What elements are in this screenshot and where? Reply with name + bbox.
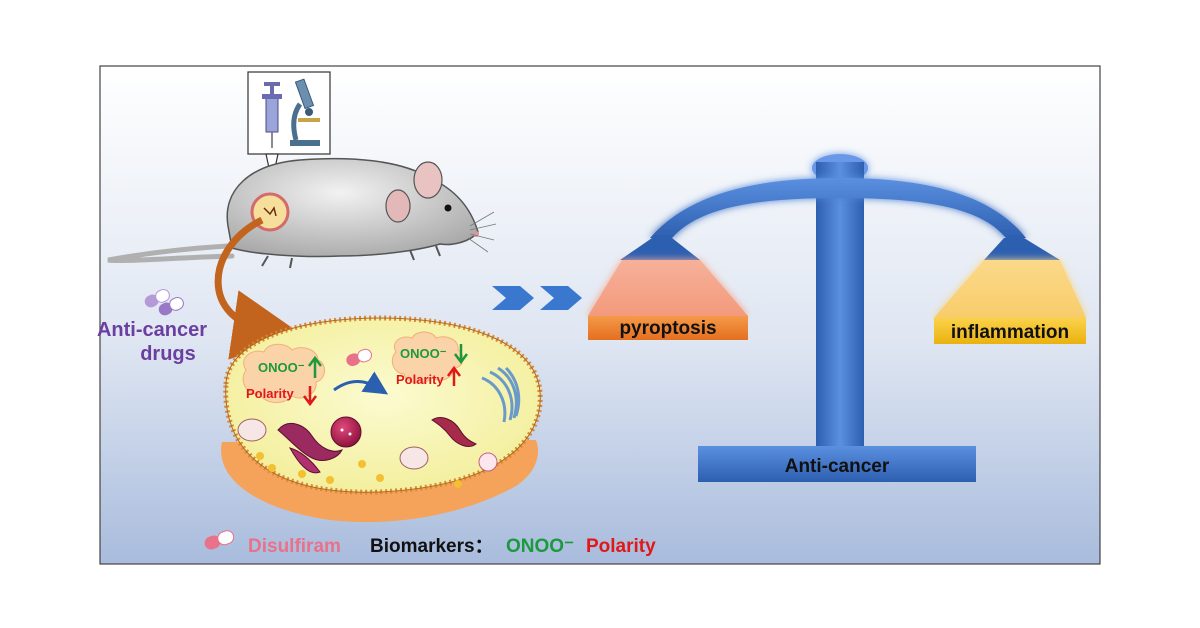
down-arrow-icon xyxy=(303,386,317,407)
inflammation-bar xyxy=(934,318,1086,344)
drugs-label-line1: Anti-cancer xyxy=(97,319,207,341)
cell-illustration xyxy=(221,315,543,523)
pyroptosis-pan xyxy=(588,260,748,316)
capsule-icon xyxy=(144,288,184,316)
legend-onoo: ONOO⁻ xyxy=(506,536,574,557)
inflammation-label: inflammation xyxy=(951,322,1069,343)
chevron-arrows-icon xyxy=(492,286,582,310)
cell-right-onoo: ONOO⁻ xyxy=(400,346,447,361)
cell-left-polarity: Polarity xyxy=(246,386,294,401)
cell-right-polarity: Polarity xyxy=(396,372,444,387)
cell-left-onoo: ONOO⁻ xyxy=(258,360,305,375)
inset-box xyxy=(247,71,331,183)
up-arrow-icon xyxy=(447,365,461,386)
pyroptosis-label-text: pyroptosis xyxy=(619,318,716,339)
drugs-label-line2: drugs xyxy=(140,343,196,365)
mouse-illustration xyxy=(107,157,497,269)
scale-base-label: Anti-cancer xyxy=(785,456,890,477)
balance-scale-icon xyxy=(620,154,1060,482)
microscope-icon xyxy=(290,78,320,146)
up-arrow-icon xyxy=(308,355,322,378)
curved-arrow xyxy=(214,216,303,360)
syringe-icon xyxy=(262,82,282,148)
legend-biomarkers: Biomarkers： xyxy=(370,536,494,557)
legend-polarity: Polarity xyxy=(586,536,656,557)
pyroptosis-bar xyxy=(588,316,748,340)
down-arrow-icon xyxy=(454,344,468,365)
inflammation-pan xyxy=(934,260,1086,318)
capsule-icon xyxy=(204,530,235,550)
legend-disulfiram: Disulfiram xyxy=(248,536,341,557)
